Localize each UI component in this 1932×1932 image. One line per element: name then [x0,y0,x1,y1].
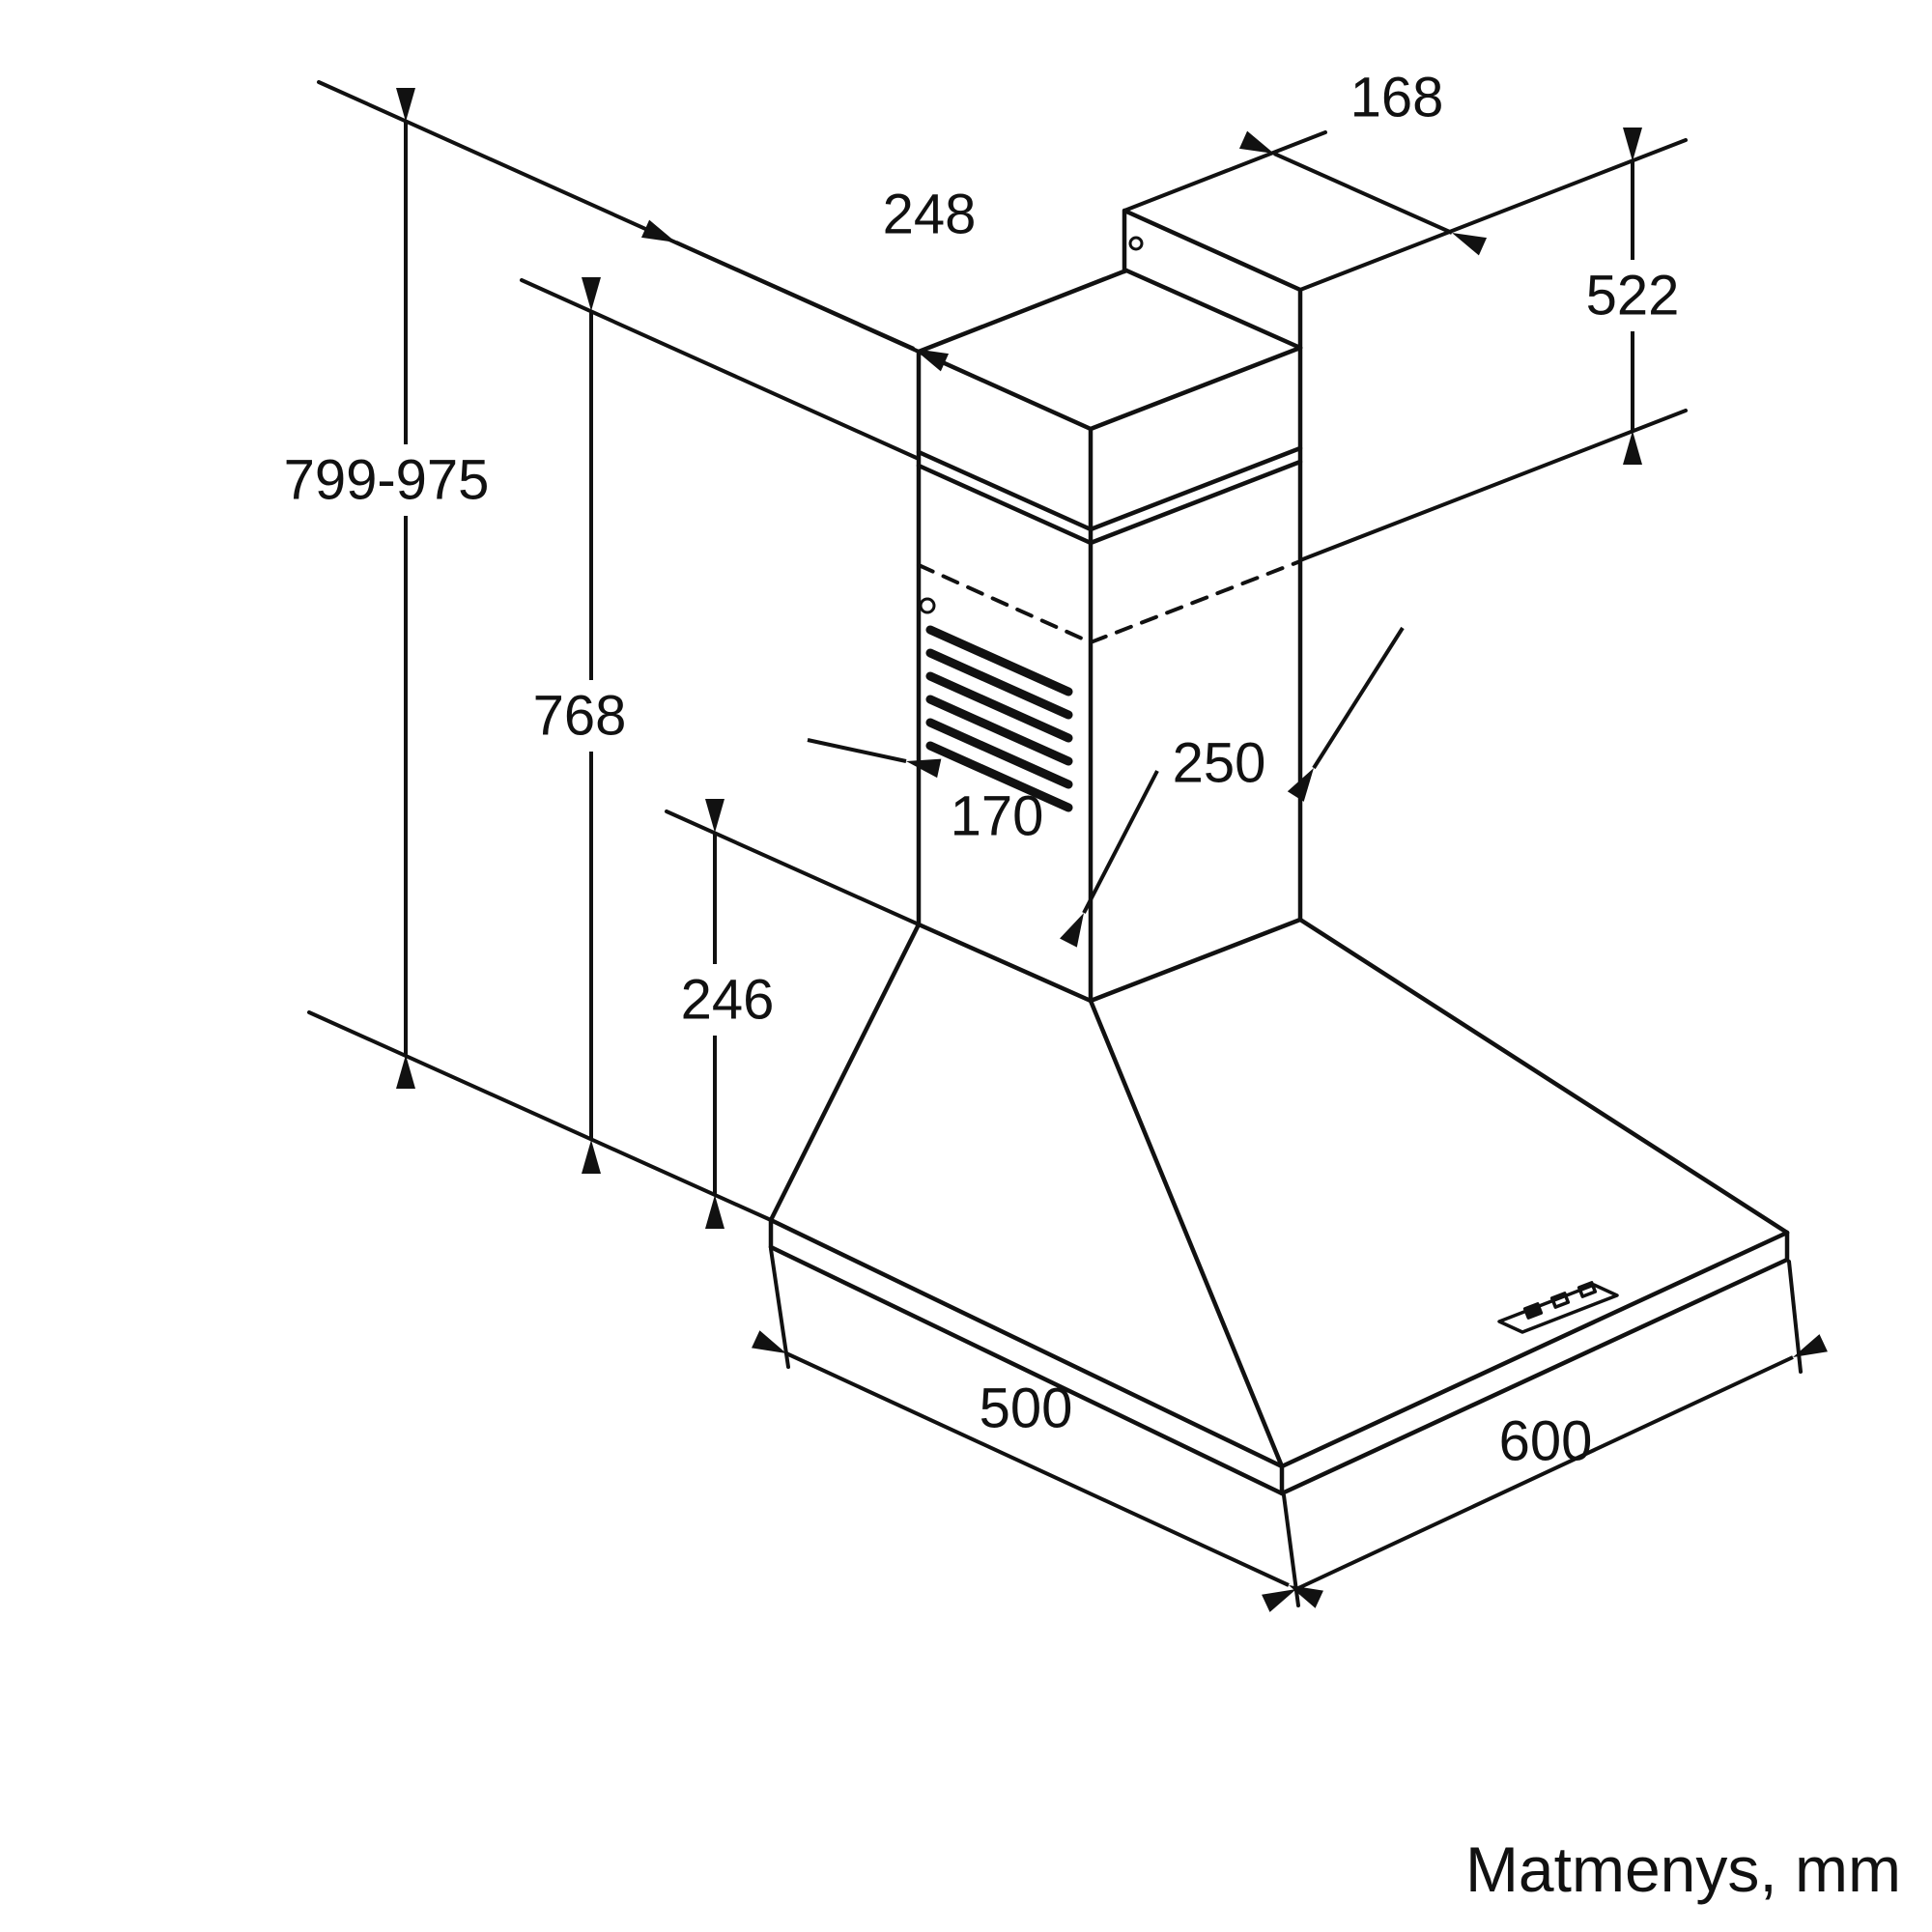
bracket-outline [1122,208,1303,351]
chimney-top-left-edge [916,268,1129,355]
canopy [768,917,1790,1496]
bracket-width-label: 168 [1350,67,1444,129]
canopy-right-ridge [1297,917,1790,1236]
hood-structure [768,208,1790,1496]
label-mask [668,964,787,1036]
dim-arrow-chimney-depth-back [1287,626,1405,802]
chimney-seam-right [1088,445,1303,546]
control-button [1549,1292,1571,1309]
control-panel-outline [1497,1283,1619,1334]
dimension-lines [396,88,1828,1612]
extension-line-bottom-left [307,1010,773,1222]
label-mask [261,444,512,516]
extension-line-bracket-left [1122,130,1327,213]
overall-height-label: 799-975 [284,449,490,512]
extension-tick-rim-left [769,1247,790,1369]
dim-line-canopy-depth [752,1330,1323,1608]
chimney-back-top-edge [1123,268,1303,351]
extension-line-canopy-top [665,810,921,926]
canopy-left-ridge [768,922,922,1223]
canopy-depth-label: 500 [980,1378,1073,1440]
units-caption: Matmenys, mm [1465,1833,1901,1905]
control-button [1522,1302,1544,1320]
canopy-front-ridge [1088,998,1285,1469]
chimney-screw-hole [919,597,936,614]
chimney-front-bottom-edge [916,922,1094,1004]
canopy-width-label: 600 [1499,1410,1593,1473]
control-button [1577,1281,1598,1298]
dim-arrow-chimney-depth-front [1060,770,1159,948]
dimension-labels: 799-975 768 246 522 248 168 170 250 500 … [261,67,1901,1905]
label-mask [1573,260,1692,331]
chimney-right-top-edge [1088,345,1303,432]
hidden-edge-dashed-line [917,559,1302,644]
dim-line-chimney-width [640,219,950,372]
canopy-height-label: 246 [681,969,775,1032]
dim-line-canopy-width [1262,1334,1828,1612]
bracket-screw-hole [1128,236,1144,251]
dim-arrow-outlet-width [807,738,942,779]
chimney-width-label: 248 [883,184,977,246]
upper-chimney-height-label: 522 [1586,265,1680,327]
chimney-front-top-edge [916,349,1094,432]
wall-bracket [1122,208,1303,351]
chimney-right-bottom-edge [1088,917,1303,1004]
chimney-duct [916,268,1303,1004]
vent-grille-icon [925,625,1073,812]
extension-line-seam [520,278,921,461]
label-mask [520,680,639,752]
chimney-depth-label: 250 [1173,732,1266,795]
dim-line-bracket-width [1238,130,1488,256]
extension-tick-rim-right [1787,1260,1803,1374]
canopy-rim-corner-edges [768,1217,1790,1496]
extension-line-inner-flue [1298,409,1688,562]
body-height-label: 768 [533,685,627,748]
extension-line-bracket-right [1298,138,1688,292]
extension-tick-rim-front [1282,1493,1300,1607]
control-panel [1497,1281,1619,1334]
chimney-seam-front [916,449,1094,546]
outlet-width-label: 170 [951,785,1044,848]
